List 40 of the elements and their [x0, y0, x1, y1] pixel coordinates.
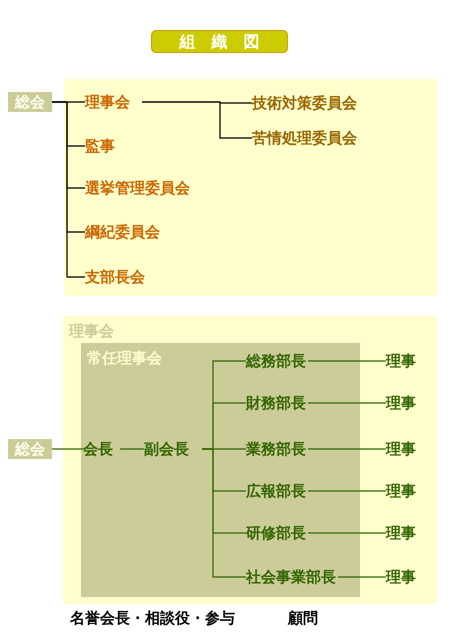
- connector-line: [307, 448, 386, 450]
- org-label: 理事: [386, 439, 428, 459]
- connector-line: [307, 532, 386, 534]
- org-label: 理事: [386, 481, 428, 501]
- org-label: 理事会: [85, 92, 142, 112]
- title-banner: 組織図: [151, 30, 288, 53]
- note-text: 名誉会長・相談役・参与: [70, 608, 235, 628]
- org-label: 苦情処理委員会: [252, 128, 376, 148]
- connector-line: [202, 448, 246, 578]
- group-panel: [64, 79, 437, 296]
- label-box: 総会: [8, 92, 52, 112]
- group-panel: [81, 343, 360, 597]
- connector-line: [307, 360, 386, 362]
- org-label: 理事: [386, 393, 428, 413]
- connector-line: [119, 448, 144, 450]
- connector-line: [51, 448, 83, 450]
- label-box: 総会: [8, 439, 52, 459]
- org-label: 研修部長: [246, 523, 308, 543]
- org-label: 副会長: [144, 439, 202, 459]
- org-label: 業務部長: [246, 439, 308, 459]
- org-label: 支部長会: [85, 267, 163, 287]
- connector-line: [142, 101, 252, 139]
- org-label: 財務部長: [246, 393, 308, 413]
- org-label: 理事: [386, 523, 428, 543]
- group-panel: [63, 316, 437, 604]
- org-label: 選挙管理委員会: [85, 178, 215, 198]
- org-label: 広報部長: [246, 481, 308, 501]
- org-label: 総務部長: [246, 351, 308, 371]
- org-label: 会長: [83, 439, 120, 459]
- note-text: 顧問: [288, 608, 318, 628]
- connector-line: [307, 402, 386, 404]
- org-label: 綱紀委員会: [85, 222, 180, 242]
- org-label: 理事: [386, 351, 428, 371]
- connector-line: [337, 576, 386, 578]
- org-label: 理事: [386, 567, 428, 587]
- connector-line: [52, 101, 85, 278]
- org-label: 技術対策委員会: [252, 93, 376, 113]
- org-label: 社会事業部長: [246, 567, 338, 587]
- connector-line: [307, 490, 386, 492]
- org-label: 監事: [85, 136, 125, 156]
